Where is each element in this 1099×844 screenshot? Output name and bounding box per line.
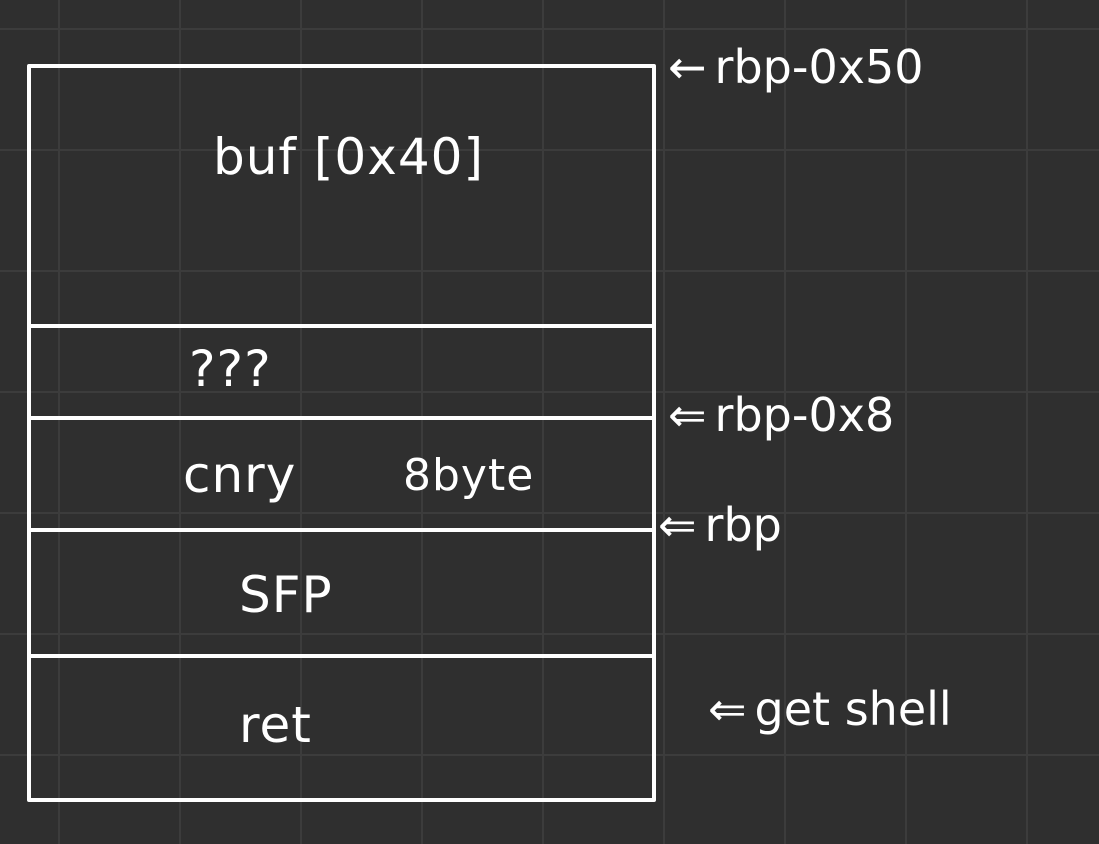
double-left-arrow-icon: ⇐ <box>668 388 707 442</box>
double-left-arrow-icon: ⇐ <box>658 498 697 552</box>
pointer-rbp-0x8-label: rbp-0x8 <box>714 388 895 442</box>
canary-size-label: 8byte <box>403 450 535 501</box>
pointer-get-shell-label: get shell <box>754 682 952 736</box>
double-left-arrow-icon: ⇐ <box>708 682 747 736</box>
sfp-cell: SFP <box>31 528 652 654</box>
buf-cell: buf [0x40] <box>31 68 652 324</box>
pointer-rbp-label: rbp <box>704 498 782 552</box>
unknown-cell: ??? <box>31 324 652 416</box>
ret-cell: ret <box>31 654 652 802</box>
pointer-get-shell: ⇐get shell <box>708 686 952 732</box>
sfp-label: SFP <box>239 566 333 624</box>
canary-cell: cnry 8byte <box>31 416 652 528</box>
pointer-rbp-0x50-label: rbp-0x50 <box>714 40 924 94</box>
canary-label: cnry <box>183 446 297 504</box>
left-arrow-icon: ← <box>668 40 707 94</box>
pointer-rbp-0x50: ←rbp-0x50 <box>668 44 923 90</box>
pointer-rbp-0x8: ⇐rbp-0x8 <box>668 392 894 438</box>
unknown-label: ??? <box>189 340 272 398</box>
stack-frame-diagram: buf [0x40] ??? cnry 8byte SFP ret <box>27 64 656 802</box>
buf-label: buf [0x40] <box>213 128 484 186</box>
pointer-rbp: ⇐rbp <box>658 502 782 548</box>
ret-label: ret <box>239 696 312 754</box>
